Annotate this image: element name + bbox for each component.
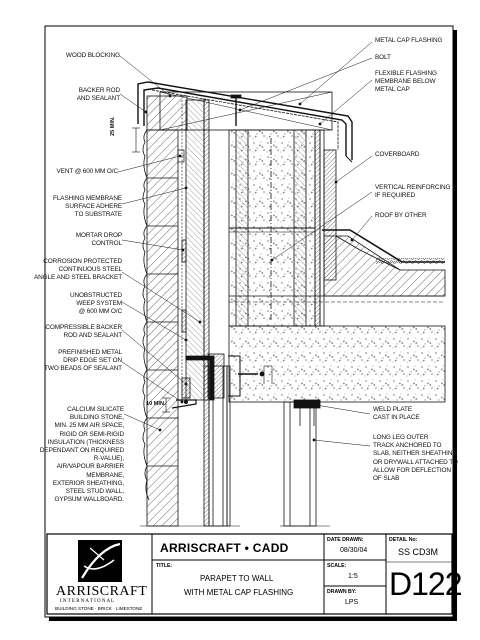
callout-long-leg-track: LONG LEG OUTER TRACK ANCHORED TO SLAB, N… — [373, 434, 458, 483]
brand-header: ARRISCRAFT • CADD — [160, 541, 289, 555]
dimension-10-min: 10 MIN. — [146, 401, 166, 407]
weld-plate — [293, 399, 321, 409]
callout-roof-by-other: ROOF BY OTHER — [375, 212, 427, 219]
section-detail — [132, 81, 446, 527]
concrete-slab — [228, 325, 446, 403]
callout-vertical-reinforcing: VERTICAL REINFORCING IF REQUIRED — [375, 184, 451, 200]
parapet-stone-top — [146, 95, 188, 131]
shelf-angle — [185, 353, 273, 401]
detail-code: SS CD3M — [398, 547, 439, 557]
title-label: TITLE: — [156, 563, 173, 569]
drawn-value: LPS — [345, 599, 359, 606]
callout-vent: VENT @ 600 MM O/C — [56, 168, 119, 175]
callout-weep-system: UNOBSTRUCTED WEEP SYSTEM @ 600 MM O/C — [69, 292, 122, 316]
logo-tagline: BUILDING STONE · BRICK · LIMESTONE — [55, 606, 143, 611]
callout-wall-assembly: CALCIUM SILICATE BUILDING STONE, MIN. 25… — [39, 406, 124, 504]
detail-label: DETAIL No: — [389, 537, 418, 543]
callout-coverboard: COVERBOARD — [375, 151, 420, 158]
date-label: DATE DRAWN: — [327, 537, 364, 543]
logo-name: ARRISCRAFT — [56, 584, 148, 599]
callout-wood-blocking: WOOD BLOCKING — [65, 52, 120, 59]
detail-number: D122 — [389, 566, 462, 602]
title-line-1: PARAPET TO WALL — [200, 574, 274, 583]
stone-veneer — [142, 129, 179, 527]
metal-cap-flashing — [137, 81, 353, 160]
rigid-insulation — [185, 99, 205, 401]
callout-mortar-drop: MORTAR DROP CONTROL — [75, 232, 122, 248]
title-line-2: WITH METAL CAP FLASHING — [184, 588, 294, 597]
callout-leaders — [117, 41, 373, 447]
callout-steel-angle: CORROSION PROTECTED CONTINUOUS STEEL ANG… — [33, 258, 122, 282]
date-value: 08/30/04 — [340, 547, 368, 554]
title-block — [46, 533, 453, 615]
scale-label: SCALE: — [327, 563, 347, 569]
dimension-25-min: 25 MIN. — [110, 116, 116, 136]
wood-blocking — [159, 91, 333, 131]
callout-weld-plate: WELD PLATE CAST IN PLACE — [373, 406, 420, 422]
arriscraft-logo-mark — [78, 540, 122, 582]
callout-bolt: BOLT — [375, 54, 391, 61]
callout-flexible-flashing: FLEXIBLE FLASHING MEMBRANE BELOW METAL C… — [375, 70, 437, 94]
scale-value: 1:5 — [348, 573, 358, 580]
drawn-label: DRAWN BY: — [327, 589, 357, 595]
callout-backer-rod: BACKER ROD AND SEALANT — [76, 87, 120, 103]
callout-backer-rod-sealant: COMPRESSIBLE BACKER ROD AND SEALANT — [45, 324, 122, 340]
logo-subtitle: I N T E R N A T I O N A L — [60, 599, 115, 604]
callout-drip-edge: PREFINISHED METAL DRIP EDGE SET ON TWO B… — [44, 349, 122, 373]
callout-metal-cap-flashing: METAL CAP FLASHING — [375, 37, 443, 44]
callout-flashing-membrane: FLASHING MEMBRANE SURFACE ADHERE TO SUBS… — [53, 195, 122, 219]
